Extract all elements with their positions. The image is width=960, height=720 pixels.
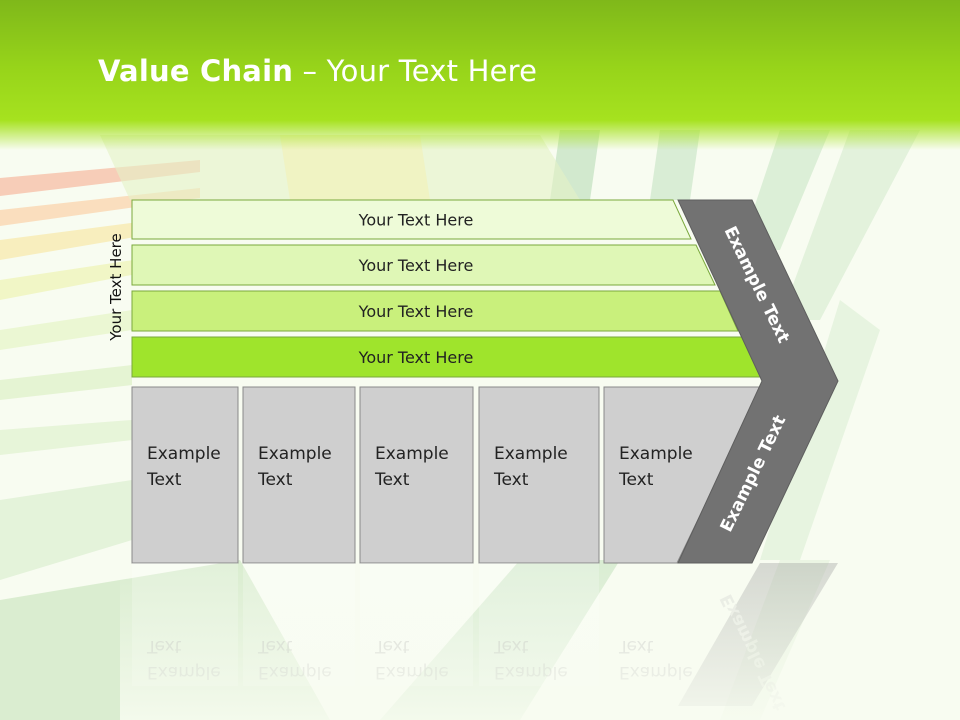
activity-box bbox=[242, 386, 356, 564]
activity-box bbox=[478, 386, 600, 564]
activity-box-label-line1: Example bbox=[147, 444, 221, 464]
activity-box bbox=[359, 386, 474, 564]
activity-box-label-line1: Example bbox=[375, 444, 449, 464]
reflection-fade bbox=[120, 565, 840, 720]
chain-bar-label: Your Text Here bbox=[358, 211, 474, 230]
chain-bar-label: Your Text Here bbox=[358, 348, 474, 367]
chain-bar-label: Your Text Here bbox=[358, 256, 474, 275]
chain-bar bbox=[131, 244, 716, 286]
chain-bar-label: Your Text Here bbox=[358, 302, 474, 321]
activity-box-label-line2: Text bbox=[257, 470, 293, 490]
title-bold: Value Chain bbox=[98, 54, 294, 88]
activity-box-label-line1: Example bbox=[494, 444, 568, 464]
title-rest: – Your Text Here bbox=[293, 54, 538, 88]
activity-box-label-line2: Text bbox=[618, 470, 654, 490]
activity-box-label-line2: Text bbox=[374, 470, 410, 490]
chain-bar bbox=[131, 199, 692, 240]
slide-title: Value Chain – Your Text Here bbox=[98, 54, 537, 88]
activity-box bbox=[603, 386, 763, 564]
activity-box bbox=[131, 386, 239, 564]
activity-box-label-line2: Text bbox=[146, 470, 182, 490]
chain-bar bbox=[131, 290, 739, 332]
activity-box-label-line2: Text bbox=[493, 470, 529, 490]
activity-box-label-line1: Example bbox=[258, 444, 332, 464]
chevron-arrow bbox=[677, 199, 839, 564]
header-band bbox=[0, 0, 960, 150]
activity-box-label-line1: Example bbox=[619, 444, 693, 464]
